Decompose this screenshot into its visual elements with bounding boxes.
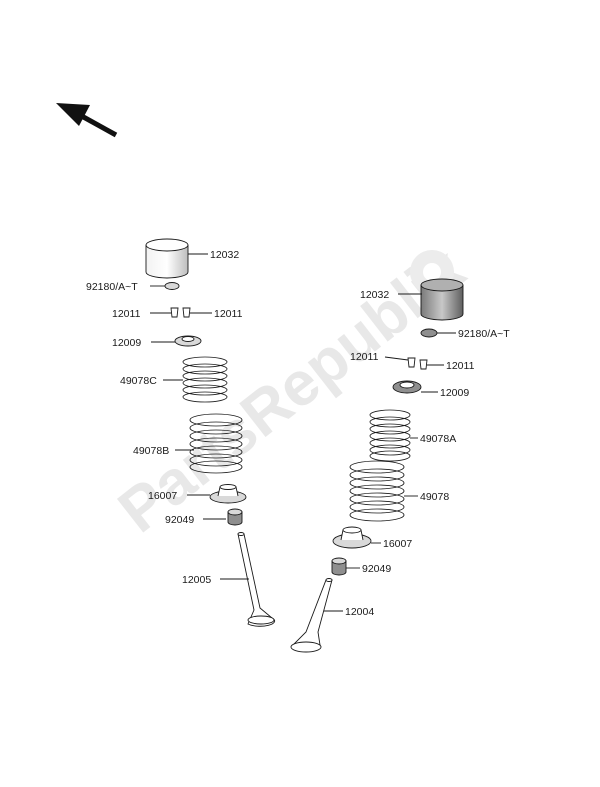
seat-16007-left: 16007 <box>148 484 247 504</box>
seat-16007-right: 16007 <box>332 526 412 550</box>
spring-49078B-left: 49078B <box>133 413 243 474</box>
label-49078-right: 49078 <box>420 491 449 503</box>
label-92049-right: 92049 <box>362 563 391 575</box>
keepers-12011-left: 12011 12011 <box>112 307 243 320</box>
label-16007-left: 16007 <box>148 490 177 502</box>
retainer-12009-left: 12009 <box>112 335 202 349</box>
retainer-12009-right: 12009 <box>392 380 469 399</box>
label-12032-right: 12032 <box>360 289 389 301</box>
right-valve-assembly: 12032 92180/A~T 12011 12011 12009 <box>290 278 510 653</box>
label-12011-right-a: 12011 <box>350 351 379 363</box>
label-12011-left-a: 12011 <box>112 308 141 320</box>
label-12009-left: 12009 <box>112 337 141 349</box>
spring-49078-right: 49078 <box>349 460 449 522</box>
seal-92049-left: 92049 <box>165 508 243 526</box>
label-12004-right: 12004 <box>345 606 374 618</box>
label-49078C-left: 49078C <box>120 375 157 387</box>
keepers-12011-right: 12011 12011 <box>350 351 475 372</box>
valve-12004-right: 12004 <box>290 578 374 653</box>
label-92180-right: 92180/A~T <box>458 328 510 340</box>
label-12011-right-b: 12011 <box>446 360 475 372</box>
direction-arrow-icon <box>56 103 118 138</box>
label-49078A-right: 49078A <box>420 433 456 445</box>
label-49078B-left: 49078B <box>133 445 169 457</box>
label-12032-left: 12032 <box>210 249 239 261</box>
label-12005-left: 12005 <box>182 574 211 586</box>
label-16007-right: 16007 <box>383 538 412 550</box>
shim-92180-left: 92180/A~T <box>86 281 180 293</box>
label-92180-left: 92180/A~T <box>86 281 138 293</box>
seal-92049-right: 92049 <box>331 557 391 576</box>
spring-49078C-left: 49078C <box>120 356 228 403</box>
valve-12005-left: 12005 <box>182 532 276 627</box>
tappet-12032-right: 12032 <box>360 278 464 321</box>
tappet-12032-left: 12032 <box>145 238 239 279</box>
label-12011-left-b: 12011 <box>214 308 243 320</box>
label-92049-left: 92049 <box>165 514 194 526</box>
spring-49078A-right: 49078A <box>369 409 456 462</box>
label-12009-right: 12009 <box>440 387 469 399</box>
shim-92180-right: 92180/A~T <box>420 328 510 340</box>
left-valve-assembly: 12032 92180/A~T 12011 12011 12009 <box>86 238 276 627</box>
